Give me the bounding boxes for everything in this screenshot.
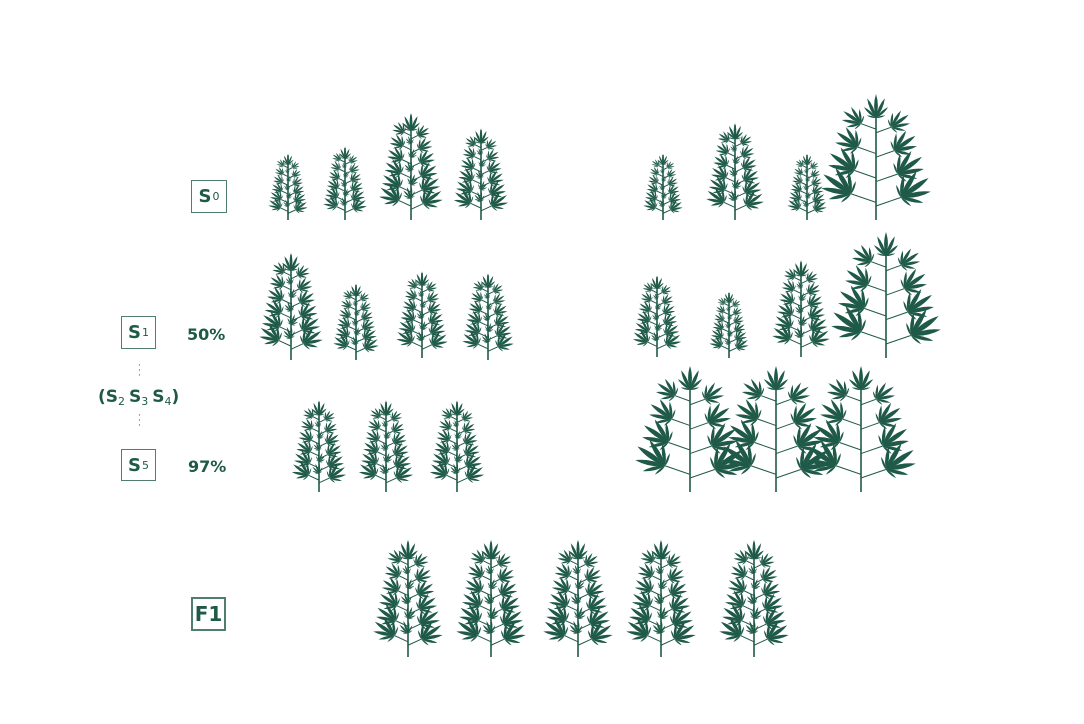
plant-s0-right-1 bbox=[643, 153, 683, 220]
plant-s0-right-4 bbox=[821, 94, 931, 220]
plant-s1-left-3 bbox=[396, 271, 448, 358]
plant-s5-left-3 bbox=[429, 400, 485, 492]
plant-f1-4 bbox=[626, 539, 696, 657]
plant-s0-left-2 bbox=[323, 146, 367, 220]
s1-homozygosity-percent: 50% bbox=[187, 325, 226, 344]
plant-f1-1 bbox=[373, 539, 443, 657]
generation-label-f1: F1 bbox=[191, 597, 226, 631]
s4-sub: 4 bbox=[164, 395, 172, 408]
plant-f1-5 bbox=[719, 539, 789, 657]
plant-s1-left-4 bbox=[462, 273, 514, 360]
s4-letter: S bbox=[152, 387, 165, 407]
plant-s1-right-4 bbox=[831, 232, 941, 358]
paren-open: ( bbox=[98, 387, 106, 407]
label-letter: S bbox=[128, 454, 141, 476]
plant-s0-left-4 bbox=[453, 128, 509, 220]
s2-sub: 2 bbox=[118, 395, 126, 408]
paren-close: ) bbox=[171, 387, 180, 407]
plant-s1-left-1 bbox=[259, 252, 323, 360]
s3-letter: S bbox=[129, 387, 142, 407]
plant-s0-right-2 bbox=[706, 123, 764, 220]
plant-s5-left-2 bbox=[358, 400, 414, 492]
plant-s5-right-1 bbox=[635, 366, 745, 492]
plant-f1-2 bbox=[456, 539, 526, 657]
label-subscript: 1 bbox=[141, 326, 149, 339]
label-letter: S bbox=[128, 322, 141, 343]
plant-s5-right-2 bbox=[721, 366, 831, 492]
plant-s0-left-1 bbox=[268, 153, 308, 220]
plant-s1-left-2 bbox=[333, 283, 379, 360]
plant-s0-left-3 bbox=[379, 112, 443, 220]
plant-s1-right-3 bbox=[772, 260, 830, 357]
s5-homozygosity-percent: 97% bbox=[188, 457, 227, 476]
label-subscript: 5 bbox=[141, 458, 149, 472]
label-letter: S bbox=[198, 186, 212, 207]
s3-sub: 3 bbox=[141, 395, 149, 408]
s2-letter: S bbox=[105, 387, 119, 407]
plant-s1-right-2 bbox=[709, 291, 749, 358]
plant-s5-right-3 bbox=[806, 366, 916, 492]
dots-lower: ··· bbox=[138, 411, 141, 431]
label-subscript: 0 bbox=[212, 190, 220, 203]
plant-s1-right-1 bbox=[632, 275, 682, 357]
dots-upper: ··· bbox=[138, 361, 141, 381]
plant-s5-left-1 bbox=[291, 400, 347, 492]
plant-s0-right-3 bbox=[787, 153, 827, 220]
plant-f1-3 bbox=[543, 539, 613, 657]
